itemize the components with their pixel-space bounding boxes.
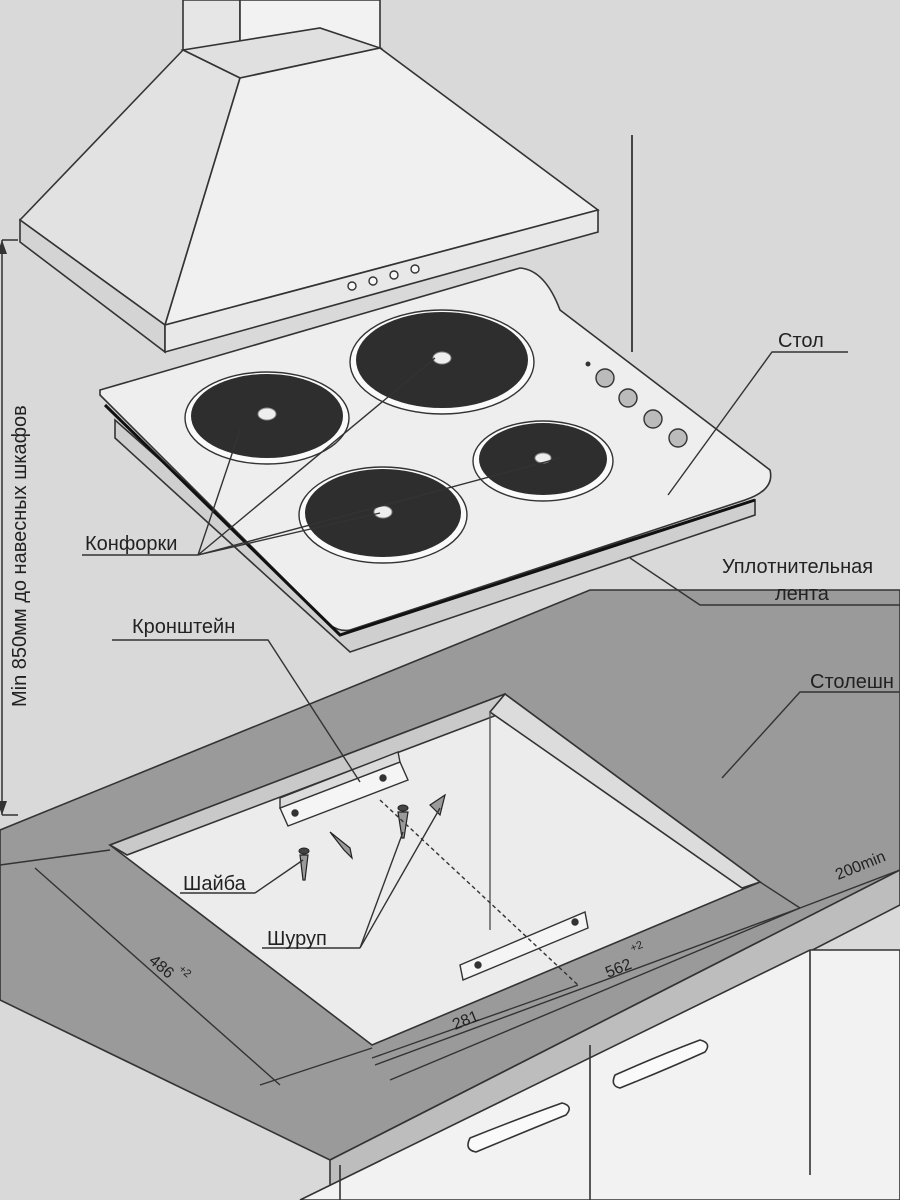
- min-height-label: Min 850мм до навесных шкафов: [9, 405, 31, 707]
- burner-front-right: [472, 420, 614, 502]
- burner-back-right: [349, 309, 535, 415]
- label-burners: Конфорки: [85, 533, 177, 555]
- cabinet: [299, 949, 900, 1200]
- hood-control-buttons: [347, 264, 420, 291]
- burners: [184, 309, 614, 564]
- label-seal-tape-line2: лента: [775, 583, 830, 605]
- label-table: Стол: [778, 330, 824, 352]
- label-seal-tape-line1: Уплотнительная: [722, 556, 873, 578]
- leader-lines: [82, 351, 900, 949]
- bracket-front: [459, 911, 589, 981]
- hob-control-knobs: [595, 368, 688, 448]
- bracket-back: [279, 751, 409, 827]
- label-screw: Шуруп: [267, 928, 327, 950]
- min-height-dimension: [0, 239, 18, 816]
- label-countertop: Столешн: [810, 671, 894, 693]
- burner-back-left: [184, 371, 350, 465]
- hob: [99, 267, 772, 653]
- countertop: [0, 589, 900, 1200]
- dimension-lines: [0, 799, 900, 1086]
- burner-front-left: [298, 466, 468, 564]
- washers: [298, 804, 409, 855]
- label-washer: Шайба: [183, 873, 247, 895]
- range-hood: [18, 0, 600, 354]
- dim-width-tolerance: +2: [629, 939, 645, 955]
- label-bracket: Кронштейн: [132, 616, 235, 638]
